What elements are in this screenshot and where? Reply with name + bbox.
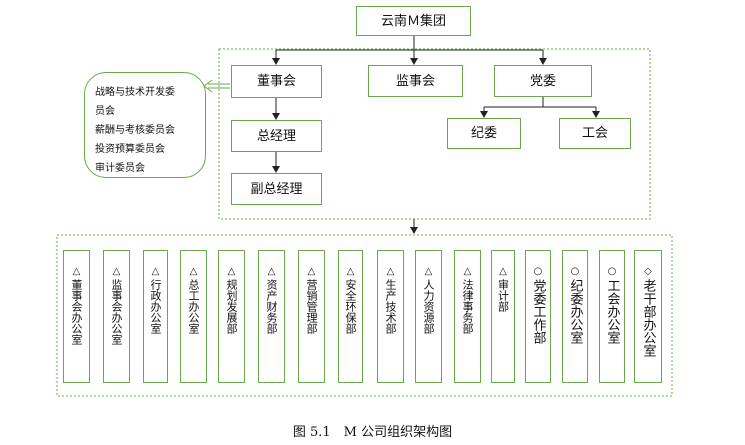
department-name: 老干部办公室 [640, 279, 656, 357]
department-mark: △ [424, 266, 433, 277]
department-mark: ○ [570, 266, 580, 277]
committee-line: 员会 [95, 106, 115, 117]
department-16: ◇ 老干部办公室 [634, 250, 662, 383]
committee-line: 审计委员会 [95, 163, 145, 174]
department-mark: △ [227, 266, 236, 277]
department-13: ○ 党委工作部 [525, 250, 551, 383]
department-3: △ 行政办公室 [143, 250, 168, 383]
department-2: △ 监事会办公室 [103, 250, 130, 383]
department-name: 人力资源部 [422, 279, 435, 334]
department-mark: ○ [533, 266, 543, 277]
committee-line: 投资预算委员会 [95, 144, 165, 155]
department-mark: △ [346, 266, 355, 277]
union-node: 工会 [559, 118, 631, 149]
department-mark: △ [463, 266, 472, 277]
board-node: 董事会 [231, 65, 322, 98]
department-mark: △ [151, 266, 160, 277]
department-name: 安全环保部 [344, 279, 357, 334]
department-12: △ 审计部 [491, 250, 515, 383]
department-name: 纪委办公室 [567, 279, 583, 344]
department-name: 资产财务部 [265, 279, 278, 334]
board-committees: 战略与技术开发委 员会 薪酬与考核委员会 投资预算委员会 审计委员会 [84, 72, 206, 178]
department-mark: △ [189, 266, 198, 277]
department-name: 董事会办公室 [70, 279, 83, 345]
department-11: △ 法律事务部 [454, 250, 481, 383]
department-name: 总工办公室 [187, 279, 200, 334]
department-15: ○ 工会办公室 [599, 250, 625, 383]
department-mark: △ [386, 266, 395, 277]
department-1: △ 董事会办公室 [63, 250, 90, 383]
department-name: 营销管理部 [305, 279, 318, 334]
department-9: △ 生产技术部 [377, 250, 404, 383]
discipline-node: 纪委 [447, 118, 521, 149]
deputy-gm-node: 副总经理 [231, 173, 322, 205]
department-name: 法律事务部 [461, 279, 474, 334]
department-mark: △ [112, 266, 121, 277]
department-mark: ○ [607, 266, 617, 277]
department-mark: △ [307, 266, 316, 277]
department-mark: △ [72, 266, 81, 277]
department-mark: ◇ [644, 266, 652, 277]
figure-caption: 图 5.1 M 公司组织架构图 [292, 425, 453, 440]
department-name: 审计部 [496, 279, 510, 312]
department-name: 工会办公室 [604, 279, 620, 344]
committee-line: 战略与技术开发委 [95, 87, 175, 98]
gm-node: 总经理 [231, 120, 322, 152]
department-name: 党委工作部 [530, 279, 546, 344]
department-name: 生产技术部 [384, 279, 397, 334]
department-name: 规划发展部 [225, 279, 238, 334]
department-mark: △ [267, 266, 276, 277]
party-node: 党委 [494, 65, 592, 97]
upper-dotted-frame [218, 48, 651, 220]
department-14: ○ 纪委办公室 [562, 250, 588, 383]
committee-line: 薪酬与考核委员会 [95, 125, 175, 136]
supervisory-node: 监事会 [368, 65, 463, 97]
root-node: 云南Ｍ集团 [356, 6, 471, 36]
department-4: △ 总工办公室 [180, 250, 207, 383]
department-name: 监事会办公室 [110, 279, 123, 345]
department-5: △ 规划发展部 [218, 250, 245, 383]
department-mark: △ [499, 266, 507, 277]
department-10: △ 人力资源部 [415, 250, 442, 383]
department-6: △ 资产财务部 [258, 250, 285, 383]
department-7: △ 营销管理部 [298, 250, 325, 383]
department-8: △ 安全环保部 [338, 250, 363, 383]
department-name: 行政办公室 [149, 279, 162, 334]
